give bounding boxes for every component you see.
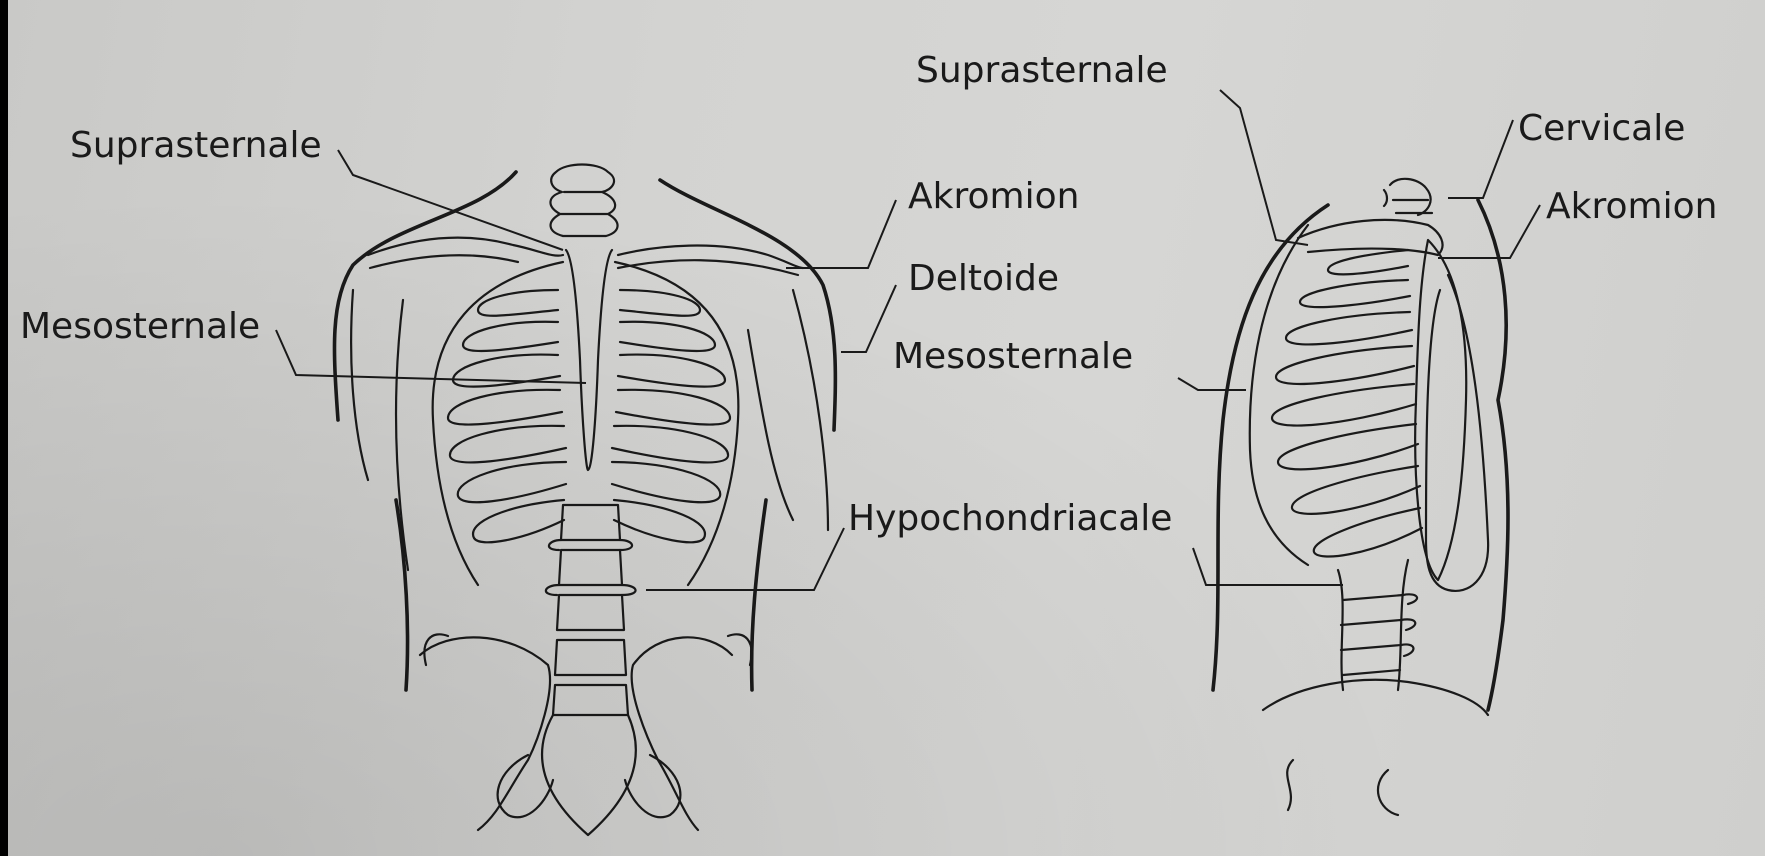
front-left-shoulder-outline <box>334 172 516 420</box>
front-left-ribs <box>448 290 566 542</box>
leader-front-suprasternale <box>338 150 563 250</box>
side-ribs <box>1272 250 1422 557</box>
label-front-suprasternale: Suprasternale <box>70 125 322 166</box>
front-view-figure <box>334 165 835 836</box>
side-lumbar <box>1338 560 1408 690</box>
label-side-mesosternale: Mesosternale <box>893 336 1133 377</box>
front-right-arm <box>748 290 828 530</box>
side-clavicle <box>1298 220 1443 255</box>
anatomy-diagram: Suprasternale Mesosternale Akromion Delt… <box>8 0 1765 856</box>
front-leader-lines <box>276 150 896 590</box>
leader-side-cervicale <box>1448 120 1513 198</box>
leader-front-mesosternale <box>276 330 586 383</box>
label-front-deltoide: Deltoide <box>908 258 1059 299</box>
front-left-clavicle <box>368 238 563 268</box>
label-front-mesosternale: Mesosternale <box>20 306 260 347</box>
side-arm <box>1426 275 1488 591</box>
front-right-ribs <box>612 290 730 542</box>
front-sternum <box>566 250 612 470</box>
front-lumbar-spine <box>546 505 636 715</box>
label-front-hypochondriacale: Hypochondriacale <box>848 498 1172 539</box>
label-side-cervicale: Cervicale <box>1518 108 1685 149</box>
side-cervical <box>1384 179 1432 215</box>
front-right-shoulder-outline <box>660 180 835 430</box>
side-curve-right <box>1378 770 1398 815</box>
front-cervical-spine <box>550 165 617 237</box>
leader-side-suprasternale <box>1220 90 1308 245</box>
side-inner-front-outline <box>1250 225 1308 565</box>
leader-front-deltoide <box>841 285 896 352</box>
front-hip-curve-right <box>728 634 752 665</box>
label-side-suprasternale: Suprasternale <box>916 50 1168 91</box>
side-view-figure <box>1213 179 1508 815</box>
leader-side-mesosternale <box>1178 378 1246 390</box>
label-front-akromion: Akromion <box>908 176 1079 217</box>
leader-side-akromion <box>1438 205 1540 258</box>
side-front-outline <box>1213 205 1328 690</box>
front-right-torso-outline <box>752 500 766 690</box>
leader-side-hypochondriacale <box>1193 548 1343 585</box>
leader-front-hypochondriacale <box>646 528 844 590</box>
side-lumbar-processes <box>1401 594 1417 656</box>
label-side-akromion: Akromion <box>1546 186 1717 227</box>
side-hip <box>1263 680 1488 715</box>
side-curve-left <box>1287 760 1293 810</box>
diagram-page: Suprasternale Mesosternale Akromion Delt… <box>8 0 1765 856</box>
front-pelvis <box>420 637 732 835</box>
